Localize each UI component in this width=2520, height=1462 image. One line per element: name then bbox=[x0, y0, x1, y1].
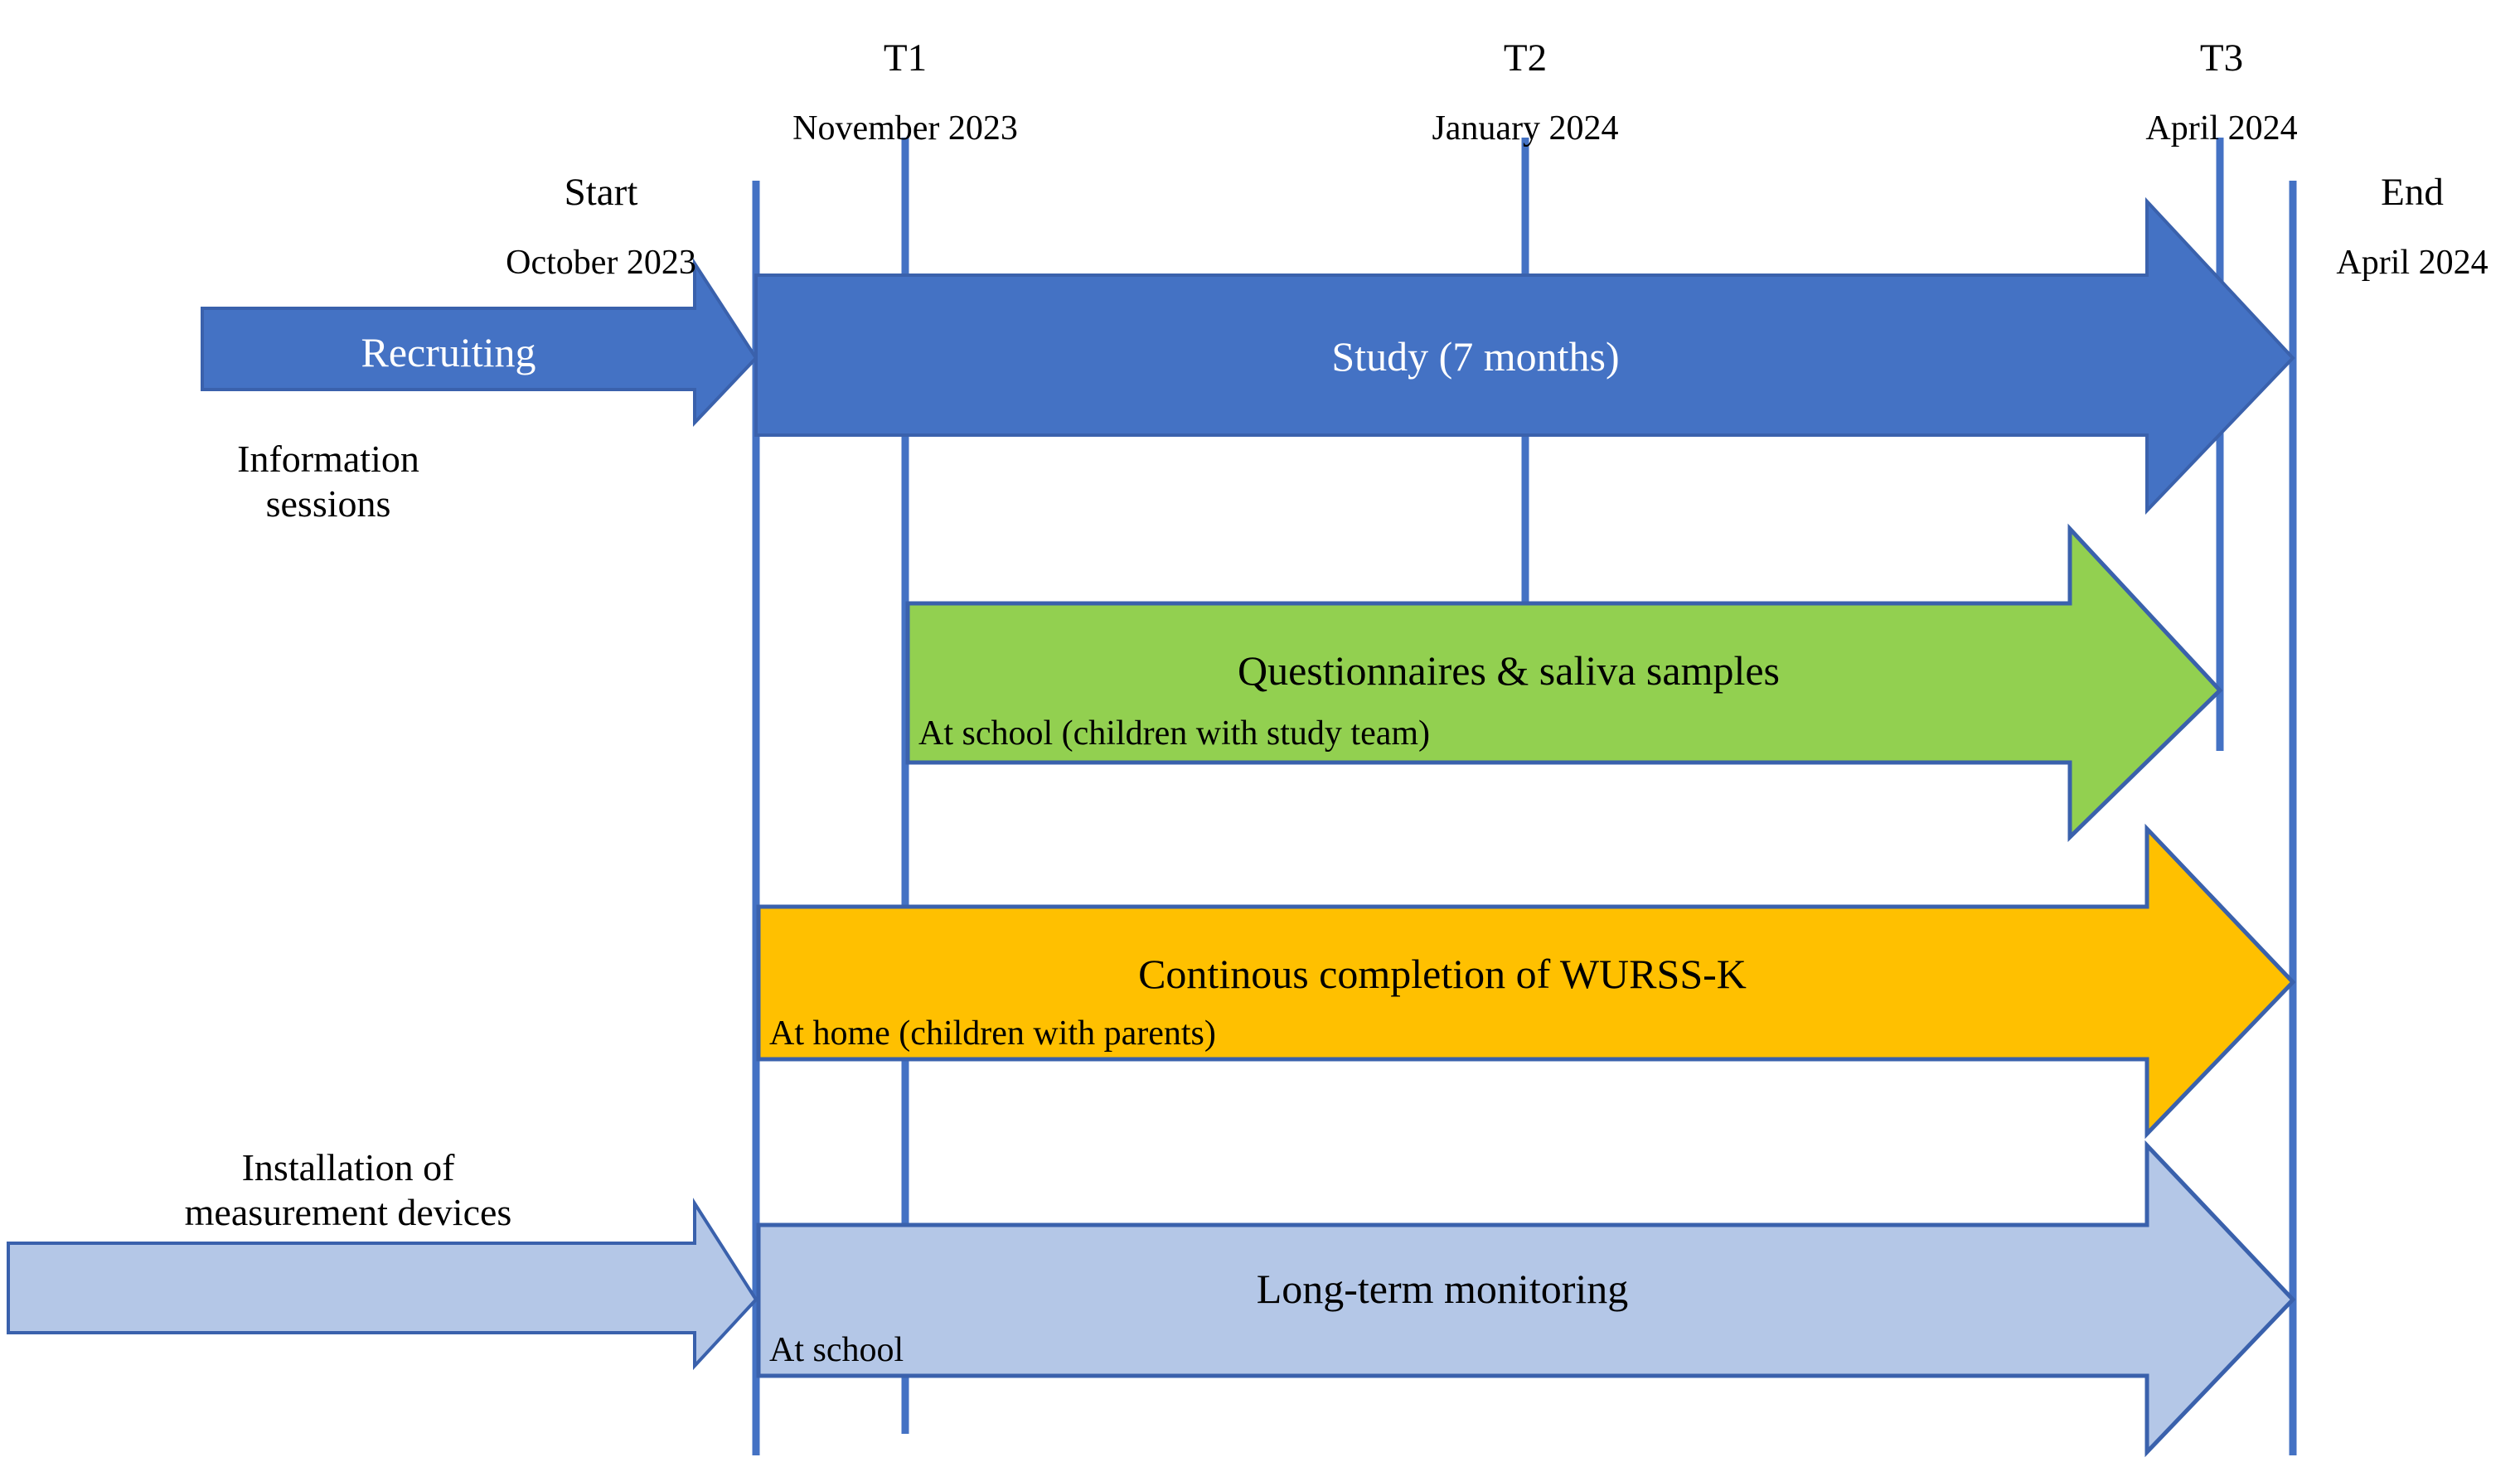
milestone-date-t1: November 2023 bbox=[792, 109, 1018, 148]
milestone-code-t1: T1 bbox=[883, 36, 928, 80]
bar-label-recruiting: Recruiting bbox=[361, 329, 536, 375]
bar-installation bbox=[7, 1198, 758, 1371]
milestone-code-end: End bbox=[2381, 170, 2444, 214]
milestone-label-t1: T1 November 2023 bbox=[773, 7, 1038, 178]
bar-label-study: Study (7 months) bbox=[1331, 333, 1620, 380]
milestone-date-t3: April 2024 bbox=[2145, 109, 2298, 148]
bar-label-questionnaires: Questionnaires & saliva samples bbox=[1237, 647, 1781, 694]
milestone-code-t2: T2 bbox=[1503, 36, 1548, 80]
bar-questionnaires bbox=[905, 523, 2223, 842]
bar-monitoring bbox=[756, 1140, 2296, 1458]
milestone-label-t3: T3 April 2024 bbox=[2122, 7, 2321, 178]
bar-label-wurss: Continous completion of WURSS-K bbox=[1138, 951, 1747, 997]
bar-label-monitoring: Long-term monitoring bbox=[1256, 1266, 1629, 1312]
milestone-label-end: End April 2024 bbox=[2313, 141, 2512, 312]
milestone-code-t3: T3 bbox=[2199, 36, 2244, 80]
bar-study bbox=[754, 196, 2295, 515]
bar-sublabel-monitoring: At school bbox=[769, 1331, 904, 1369]
milestone-label-t2: T2 January 2024 bbox=[1401, 7, 1650, 178]
bar-sublabel-questionnaires: At school (children with study team) bbox=[918, 714, 1431, 753]
milestone-label-start: Start October 2023 bbox=[468, 141, 734, 312]
note-installation-devices: Installation of measurement devices bbox=[184, 1146, 512, 1234]
bar-sublabel-wurss: At home (children with parents) bbox=[769, 1014, 1216, 1053]
milestone-date-end: April 2024 bbox=[2336, 244, 2488, 283]
note-information-sessions: Information sessions bbox=[237, 438, 419, 525]
milestone-code-start: Start bbox=[564, 170, 638, 214]
bar-wurss bbox=[756, 823, 2296, 1140]
bar-recruiting bbox=[201, 258, 758, 428]
milestone-date-t2: January 2024 bbox=[1432, 109, 1619, 148]
milestone-date-start: October 2023 bbox=[506, 244, 696, 283]
